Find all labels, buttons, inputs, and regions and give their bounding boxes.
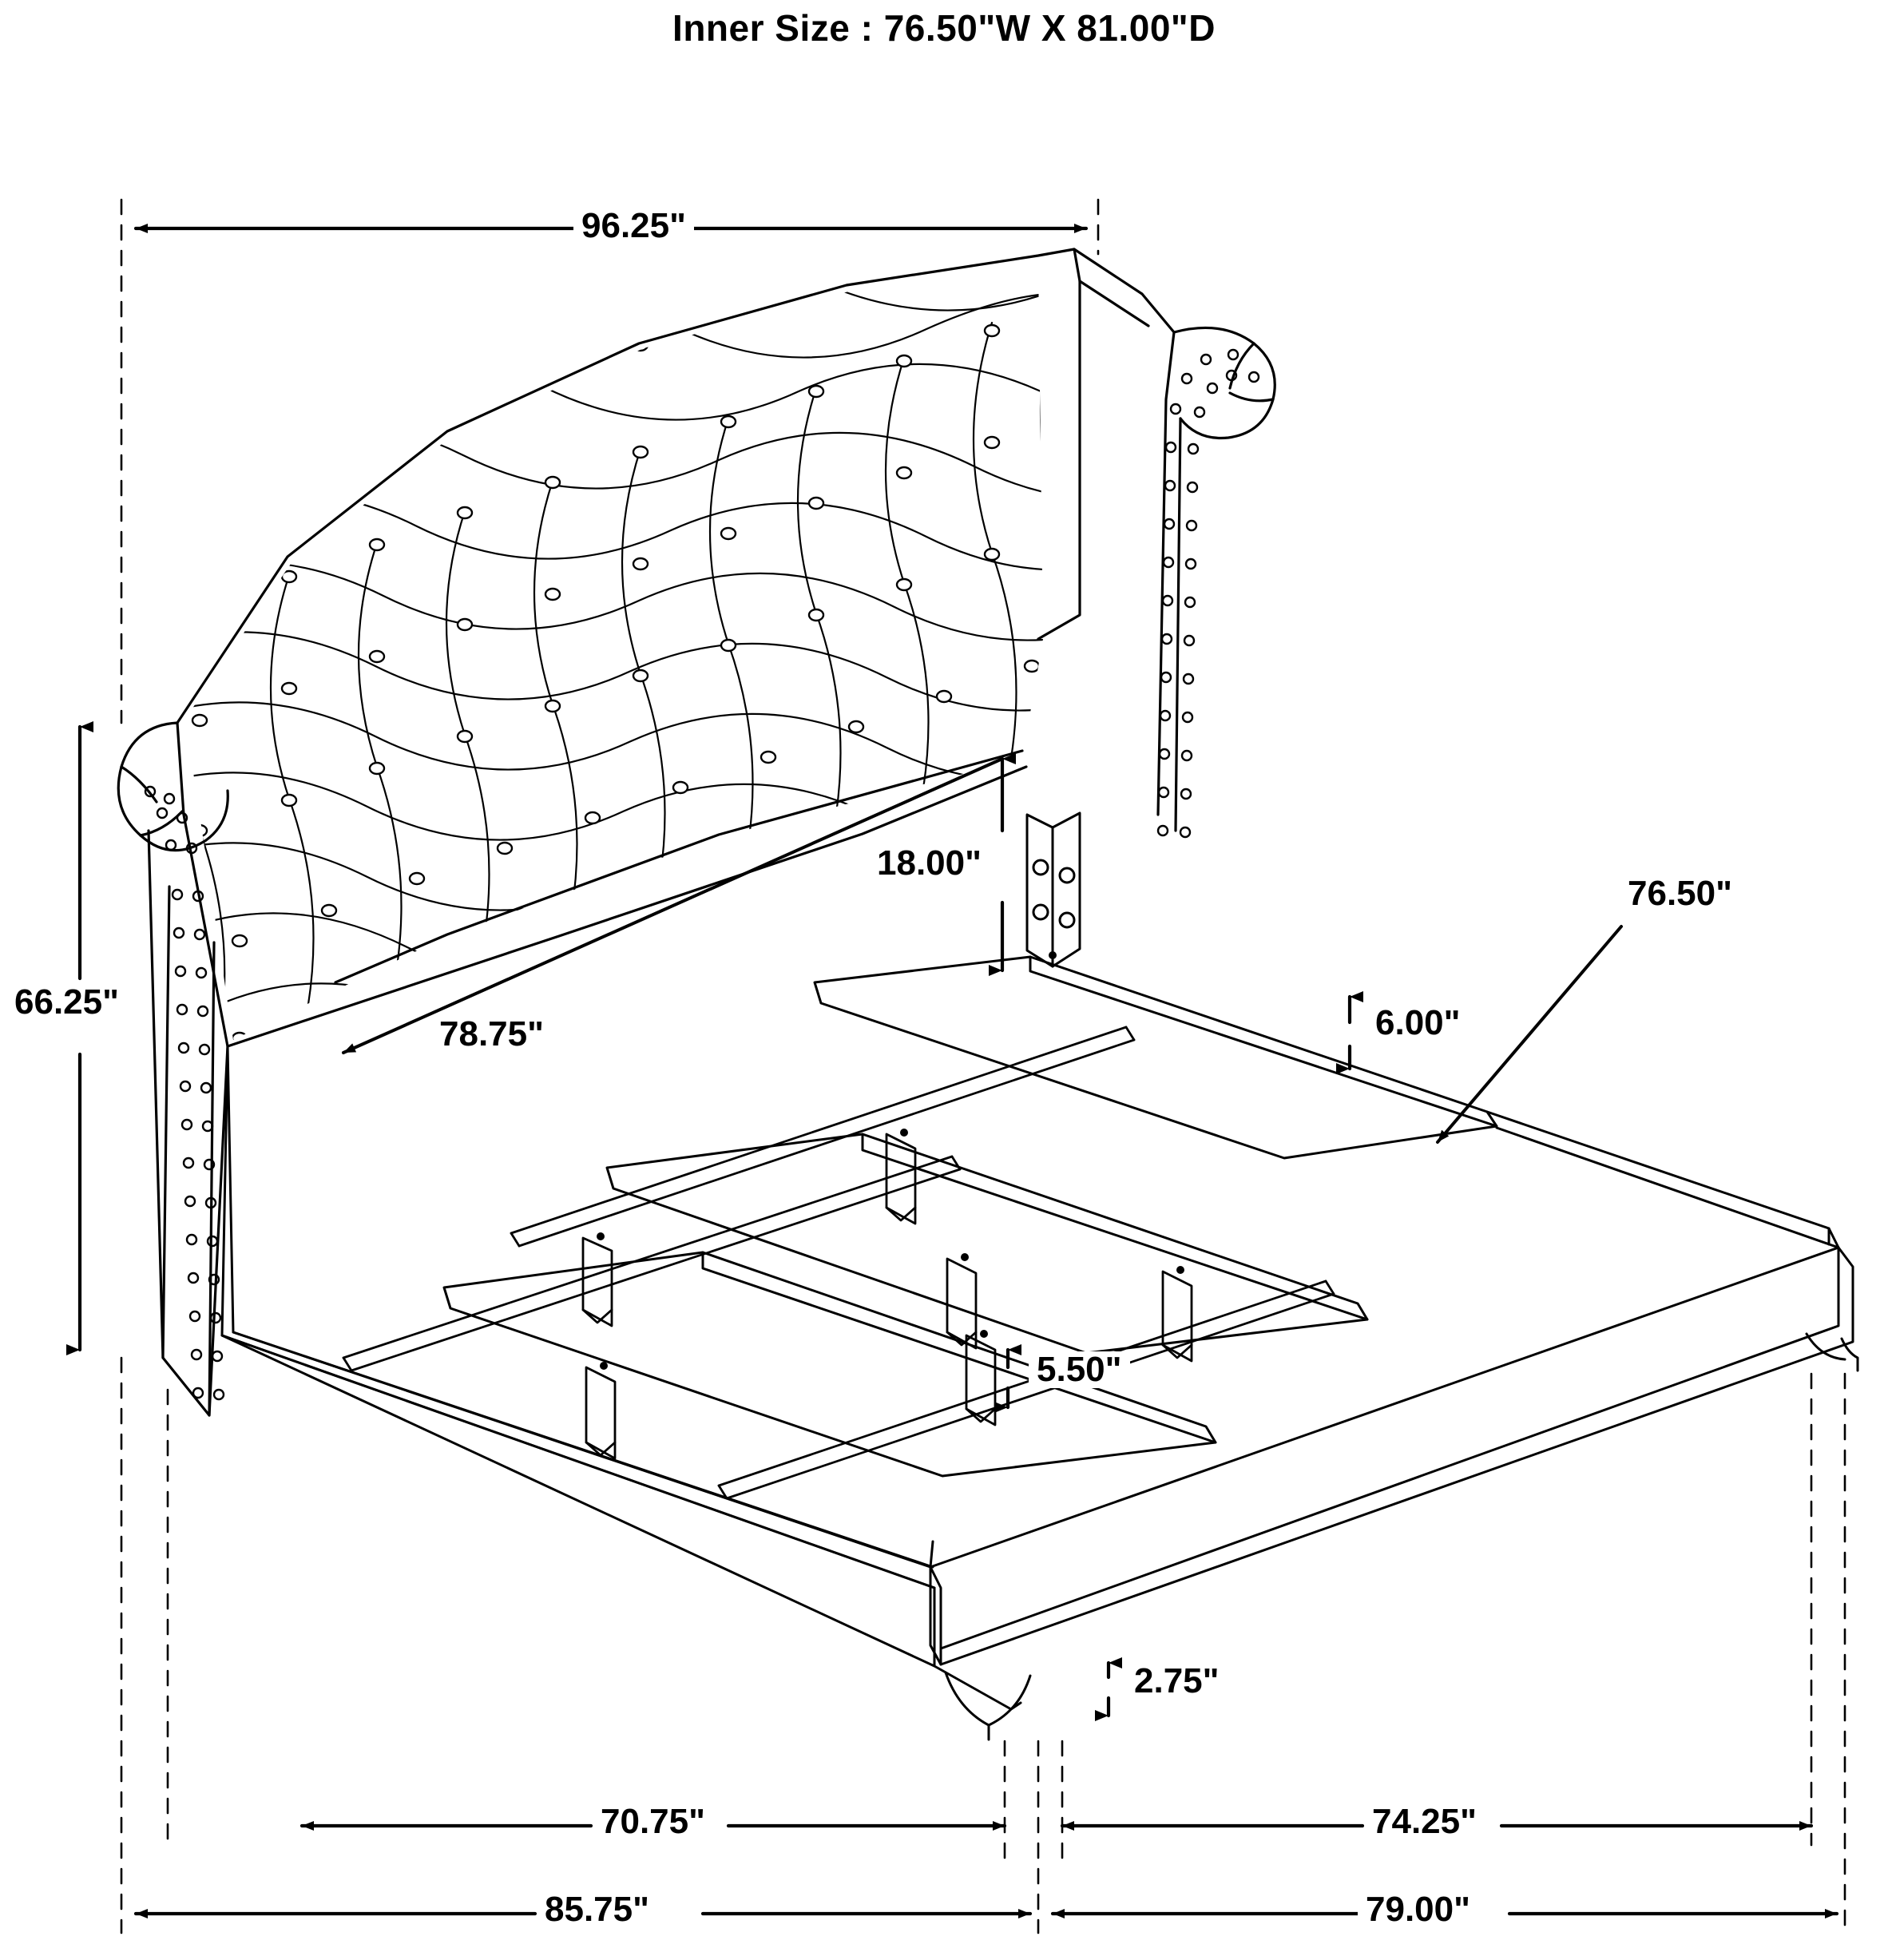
dim-label-74-25: 74.25" <box>1364 1803 1485 1841</box>
footboard-leg <box>944 1671 1032 1741</box>
dim-label-78-75: 78.75" <box>431 1015 552 1053</box>
dim-label-85-75: 85.75" <box>537 1891 657 1929</box>
left-nailhead-trim <box>144 785 225 1401</box>
dim-label-79-00: 79.00" <box>1358 1891 1478 1929</box>
left-wing-scroll <box>117 721 229 1417</box>
dim-76-50-leader <box>1436 925 1623 1144</box>
dim-label-18-00: 18.00" <box>869 844 990 883</box>
dim-78-75 <box>342 757 1004 1054</box>
support-legs <box>581 1133 1193 1460</box>
center-support-rails <box>342 1026 1335 1500</box>
rail-screw-holes <box>597 951 1184 1370</box>
dim-label-66-25: 66.25" <box>6 983 127 1022</box>
dim-label-6-00: 6.00" <box>1367 1004 1469 1042</box>
right-rear-leg <box>1805 1332 1859 1372</box>
dimension-lines <box>66 198 1846 1934</box>
extension-lines <box>120 198 1846 1934</box>
dim-label-5-50: 5.50" <box>1029 1351 1130 1389</box>
dim-label-96-25: 96.25" <box>573 207 694 245</box>
page-title: Inner Size : 76.50"W X 81.00"D <box>672 7 1216 49</box>
dim-label-70-75: 70.75" <box>593 1803 713 1841</box>
dim-label-2-75: 2.75" <box>1126 1662 1228 1700</box>
tufting-pattern <box>185 264 1043 1040</box>
tuft-buttons <box>191 264 1041 1040</box>
headboard-bracket <box>1025 811 1081 968</box>
headboard-panel <box>176 248 1081 1048</box>
right-wing-scroll <box>1073 248 1276 832</box>
right-nailhead-trim <box>1156 348 1260 839</box>
dim-label-76-50: 76.50" <box>1620 875 1740 913</box>
